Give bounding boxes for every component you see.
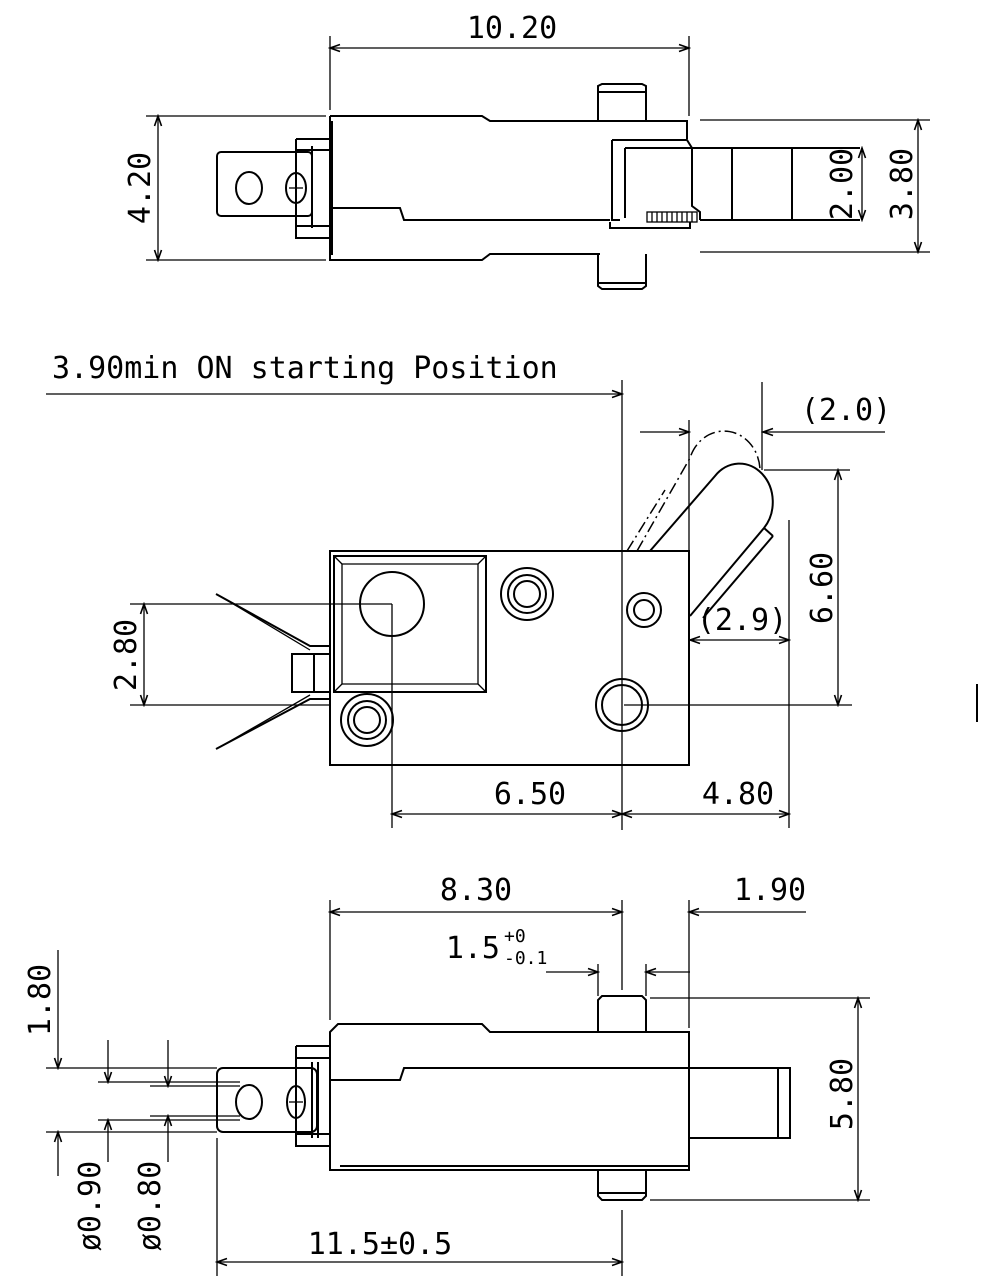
dim-lever-height: 6.60	[805, 552, 840, 624]
dim-length: 8.30	[440, 873, 512, 908]
dim-hole-height: 2.80	[109, 619, 144, 691]
note-on-position: 3.90min ON starting Position	[52, 351, 558, 386]
dim-depth: 3.80	[885, 148, 920, 220]
dim-width: 10.20	[467, 11, 557, 46]
bottom-view: 8.30 1.90 1.5 +0 -0.1 5.80 1.80 ø0.90 ø0…	[23, 873, 870, 1276]
dim-overall-height: 5.80	[825, 1058, 860, 1130]
dim-tail: 1.90	[734, 873, 806, 908]
side-view: 3.90min ON starting Position	[46, 351, 978, 830]
dim-overall-length: 11.5±0.5	[308, 1227, 453, 1262]
dim-right: 4.80	[702, 777, 774, 812]
dim-lever-clearance: (2.9)	[697, 603, 787, 638]
dim-height: 4.20	[123, 152, 158, 224]
dim-pin-tol-lower: -0.1	[504, 948, 547, 969]
dim-pin-tol-upper: +0	[504, 926, 526, 947]
dim-terminal-thickness: 1.80	[23, 964, 58, 1036]
dim-hole-spacing: 6.50	[494, 777, 566, 812]
dim-offset: (2.0)	[801, 393, 891, 428]
dim-pin-base: 1.5	[446, 931, 500, 966]
dim-slot: 2.00	[825, 148, 860, 220]
dim-dia-inner: ø0.80	[133, 1161, 168, 1251]
dim-dia-outer: ø0.90	[73, 1161, 108, 1251]
top-view: 10.20 4.20 2.00 3.80	[123, 11, 930, 290]
